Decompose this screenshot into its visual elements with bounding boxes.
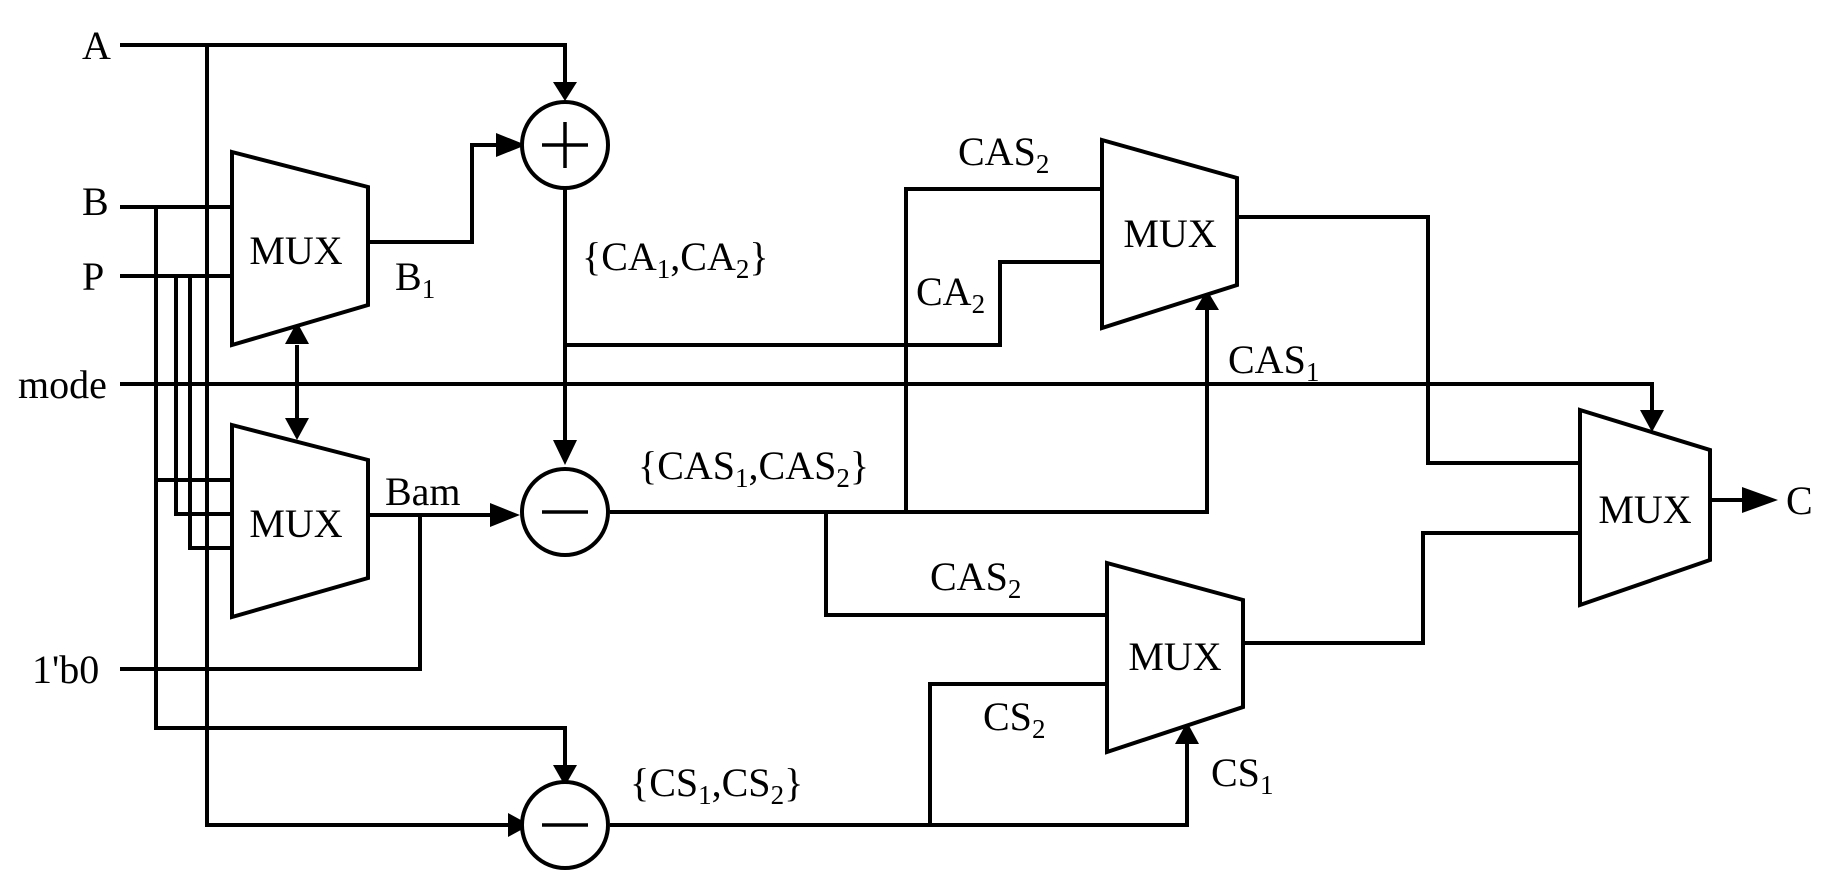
- arrow-a-sub2: [508, 813, 530, 837]
- wire-p-to-mux2b: [188, 276, 230, 550]
- signal-label-cs-pair: {CS1,CS2}: [630, 760, 803, 810]
- arrow-cs1-mux: [1175, 722, 1199, 744]
- signal-label-cas2-bottom: CAS2: [930, 554, 1021, 604]
- arrow-mode-down: [285, 418, 309, 440]
- mux-final-label: MUX: [1598, 487, 1691, 532]
- mux-1-label: MUX: [249, 228, 342, 273]
- wires: [120, 43, 1745, 827]
- wire-cas2-top: [904, 187, 1102, 512]
- wire-mode: [120, 382, 1654, 412]
- input-label-mode: mode: [18, 362, 107, 407]
- input-label-zero: 1'b0: [32, 647, 99, 692]
- output-label-c: C: [1786, 478, 1813, 523]
- mux-2-body: [230, 422, 370, 620]
- wire-a: [120, 43, 567, 85]
- signal-label-bam: Bam: [385, 469, 461, 514]
- input-label-b: B: [82, 179, 109, 224]
- signal-label-cas-pair: {CAS1,CAS2}: [638, 443, 869, 493]
- mux-final-body: [1578, 407, 1712, 608]
- signal-label-cas2-top: CAS2: [958, 129, 1049, 179]
- mux-top-right-body: [1100, 137, 1239, 331]
- adder: [520, 100, 610, 190]
- signal-label-cas1-top: CAS1: [1228, 337, 1319, 387]
- arrow-mode-up: [285, 322, 309, 344]
- mux-2: MUX: [230, 422, 370, 620]
- arrow-b-sub2: [553, 765, 577, 786]
- wire-cs2: [928, 682, 1107, 825]
- signal-label-cs1: CS1: [1211, 750, 1273, 800]
- mux-final: MUX: [1578, 407, 1712, 608]
- signal-label-ca-pair: {CA1,CA2}: [582, 234, 769, 284]
- wire-zero: [120, 515, 422, 671]
- mux-top-right-label: MUX: [1123, 211, 1216, 256]
- wire-b-bus: [154, 207, 567, 768]
- wire-p-to-mux2a: [174, 276, 230, 516]
- mux-bottom-right-body: [1105, 560, 1245, 755]
- wire-ca-tap: [565, 260, 1102, 347]
- signal-label-ca2: CA2: [916, 269, 985, 319]
- arrowheads: [285, 82, 1778, 837]
- wire-cs: [610, 740, 1189, 827]
- input-label-a: A: [82, 23, 111, 68]
- mux-top-right: MUX: [1100, 137, 1239, 331]
- mux-1-body: [230, 149, 370, 348]
- wire-cas2-bottom: [824, 512, 1107, 617]
- arrow-a-adder: [553, 82, 577, 101]
- signal-label-cs2: CS2: [983, 694, 1045, 744]
- arrow-b1-adder: [496, 133, 526, 157]
- mux-1: MUX: [230, 149, 370, 348]
- wire-muxtop-out: [1237, 215, 1580, 465]
- mux-2-label: MUX: [249, 501, 342, 546]
- subtractor-1: [520, 467, 610, 557]
- mux-bottom-right: MUX: [1105, 560, 1245, 755]
- subtractor-2: [520, 780, 610, 870]
- mux-bottom-right-label: MUX: [1128, 634, 1221, 679]
- signal-label-b1: B1: [395, 254, 435, 304]
- wire-muxbot-out: [1243, 531, 1580, 645]
- input-label-p: P: [82, 254, 104, 299]
- arrow-mode-finalmux: [1640, 410, 1664, 432]
- arrow-ca-sub: [553, 440, 577, 465]
- arrow-bam-sub: [490, 503, 520, 527]
- plus-icon: [542, 122, 588, 168]
- arrow-output-c: [1742, 487, 1778, 513]
- arrow-cas1-mux: [1195, 290, 1219, 310]
- wire-cas: [610, 306, 1209, 514]
- wire-a-bus: [205, 45, 510, 827]
- wire-b1: [368, 143, 500, 244]
